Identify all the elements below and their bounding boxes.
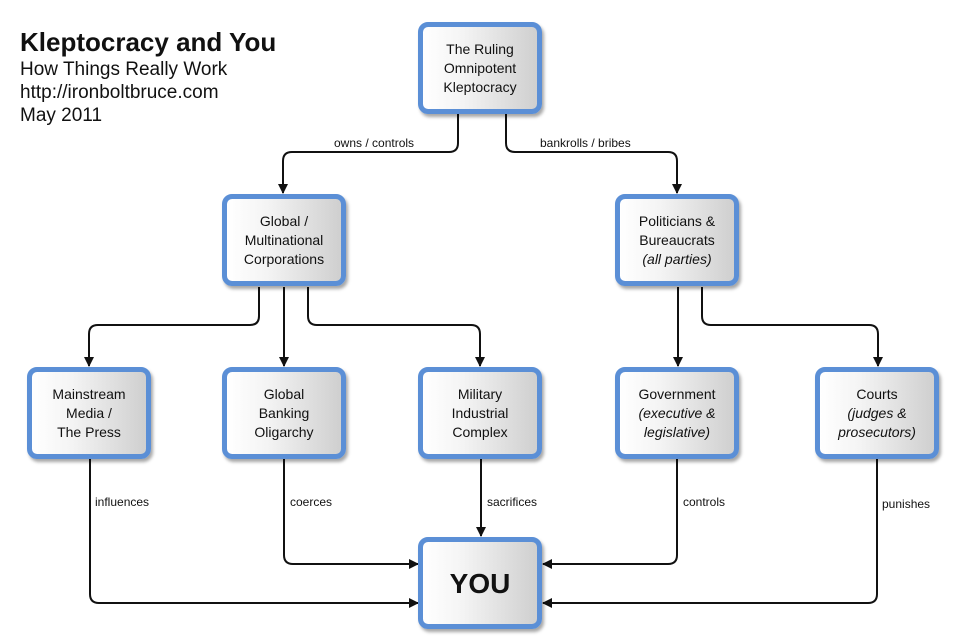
node-government: Government (executive & legislative) [615, 367, 739, 459]
node-kleptocracy-line-1: The Ruling [446, 40, 514, 57]
node-military-line-1: Military [457, 385, 503, 402]
node-you-label: YOU [449, 567, 511, 599]
edge-courts-you [542, 458, 878, 608]
node-politicians: Politicians & Bureaucrats (all parties) [615, 194, 739, 286]
node-politicians-line-1: Politicians & [638, 212, 716, 229]
node-banking-line-2: Banking [258, 404, 310, 421]
node-military-line-3: Complex [452, 423, 508, 440]
node-media-line-2: Media / [66, 404, 112, 421]
node-banking-line-3: Oligarchy [254, 423, 314, 440]
edge-label-owns-controls: owns / controls [334, 136, 415, 150]
diagram-title: Kleptocracy and You [20, 27, 277, 57]
edge-label-coerces: coerces [290, 495, 333, 509]
node-government-note-2: legislative) [643, 423, 711, 440]
edge-kleptocracy-corporations [278, 113, 459, 194]
node-kleptocracy-line-2: Omnipotent [443, 59, 517, 76]
edge-label-bankrolls-bribes: bankrolls / bribes [540, 136, 631, 150]
node-courts-note-2: prosecutors) [838, 423, 916, 440]
node-courts-line-1: Courts [856, 385, 898, 402]
node-banking: Global Banking Oligarchy [222, 367, 346, 459]
diagram-url: http://ironboltbruce.com [20, 82, 219, 103]
node-government-line-1: Government [638, 385, 716, 402]
edge-label-punishes: punishes [882, 497, 931, 511]
edge-government-you [542, 458, 678, 569]
node-courts-note-1: (judges & [847, 404, 907, 421]
edge-corporations-military [307, 287, 485, 367]
node-government-note-1: (executive & [638, 404, 716, 421]
edge-label-sacrifices: sacrifices [487, 495, 538, 509]
node-corporations: Global / Multinational Corporations [222, 194, 346, 286]
node-corporations-line-1: Global / [259, 212, 309, 229]
edge-label-controls: controls [683, 495, 726, 509]
edge-corporations-media [84, 287, 260, 367]
edge-media-you [89, 458, 419, 608]
diagram-subtitle: How Things Really Work [20, 59, 228, 80]
edge-banking-you [283, 458, 419, 569]
node-corporations-line-3: Corporations [243, 250, 325, 267]
diagram-date: May 2011 [20, 105, 103, 126]
node-media-line-3: The Press [57, 423, 121, 440]
node-kleptocracy: The Ruling Omnipotent Kleptocracy [418, 22, 542, 114]
node-banking-line-1: Global [263, 385, 305, 402]
edge-kleptocracy-politicians [505, 113, 682, 194]
node-you: YOU [418, 537, 542, 629]
node-kleptocracy-line-3: Kleptocracy [443, 78, 517, 95]
node-corporations-line-2: Multinational [244, 231, 324, 248]
node-politicians-line-2: Bureaucrats [639, 231, 715, 248]
node-military: Military Industrial Complex [418, 367, 542, 459]
edge-label-influences: influences [95, 495, 150, 509]
node-media-line-1: Mainstream [52, 385, 126, 402]
node-military-line-2: Industrial [451, 404, 509, 421]
node-courts: Courts (judges & prosecutors) [815, 367, 939, 459]
node-media: Mainstream Media / The Press [27, 367, 151, 459]
edge-politicians-courts [701, 287, 883, 367]
node-politicians-note: (all parties) [642, 250, 712, 267]
diagram-header: Kleptocracy and You How Things Really Wo… [20, 26, 276, 127]
